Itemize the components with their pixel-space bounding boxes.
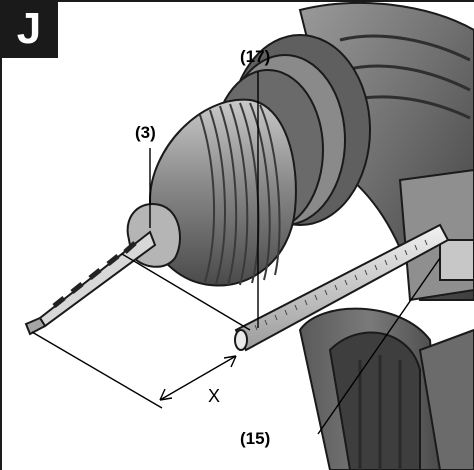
dimension-x-label: X: [208, 386, 220, 406]
extension-line-bit: [31, 331, 163, 409]
callout-3-label: (3): [135, 123, 156, 142]
extension-line-stop: [121, 253, 251, 331]
dimension-line: [159, 355, 237, 401]
callout-15-label: (15): [240, 429, 270, 448]
callout-leaders: [149, 72, 441, 435]
depth-stop-rod: [234, 223, 450, 352]
figure-letter-badge: J: [0, 0, 58, 58]
leader-15: [317, 257, 441, 435]
callout-17-label: (17): [240, 47, 270, 66]
drill-bit: [24, 230, 157, 336]
dimension-x: [31, 253, 251, 409]
grip-ribs: [358, 355, 402, 470]
drill-chuck: [149, 98, 297, 287]
